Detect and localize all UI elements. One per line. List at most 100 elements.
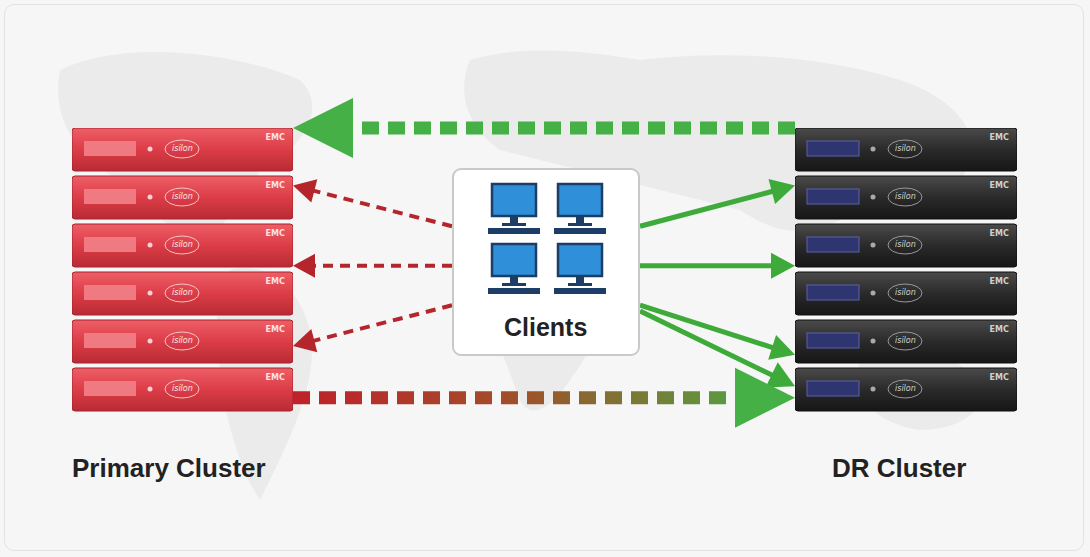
server-stack (795, 128, 1017, 415)
vendor-mark: EMC (989, 181, 1008, 191)
connector-line (312, 190, 452, 226)
connector-line (312, 305, 452, 341)
connector (293, 305, 452, 352)
connector (640, 253, 795, 279)
status-light (871, 339, 876, 344)
brand-logo: isilon (895, 192, 916, 202)
computer-icon (554, 244, 606, 294)
arrow-head (293, 179, 317, 202)
computer-icon (554, 184, 606, 234)
brand-logo: isilon (895, 240, 916, 250)
brand-logo: isilon (895, 144, 916, 154)
logo-ring (888, 284, 922, 302)
vendor-mark: EMC (989, 373, 1008, 383)
server-unit (72, 176, 293, 219)
server-unit (72, 128, 293, 171)
computer-icon (488, 184, 540, 234)
logo-ring (165, 188, 199, 206)
vendor-mark: EMC (989, 277, 1008, 287)
server-unit (795, 320, 1017, 363)
display-panel (807, 381, 859, 396)
connector (293, 254, 452, 278)
logo-ring (888, 332, 922, 350)
server-unit (795, 224, 1017, 267)
vendor-mark: EMC (989, 229, 1008, 239)
brand-logo: isilon (895, 288, 916, 298)
vendor-mark: EMC (265, 373, 284, 383)
front-panel (84, 189, 136, 204)
logo-ring (165, 284, 199, 302)
display-panel (807, 333, 859, 348)
server-unit (72, 368, 293, 411)
status-light (871, 387, 876, 392)
arrow-head (293, 254, 315, 278)
brand-logo: isilon (172, 384, 193, 394)
cluster-title: DR Cluster (832, 453, 966, 484)
status-light (148, 243, 153, 248)
arrow-head (771, 253, 795, 279)
display-panel (807, 285, 859, 300)
brand-logo: isilon (172, 288, 193, 298)
logo-ring (165, 140, 199, 158)
status-light (148, 147, 153, 152)
front-panel (84, 141, 136, 156)
front-panel (84, 381, 136, 396)
server-stack (72, 128, 293, 415)
connector (640, 311, 795, 388)
logo-ring (888, 140, 922, 158)
connector-line (351, 122, 795, 135)
clients-box: Clients (452, 168, 640, 356)
vendor-mark: EMC (265, 229, 284, 239)
front-panel (84, 333, 136, 348)
server-unit (795, 368, 1017, 411)
status-light (871, 147, 876, 152)
logo-ring (165, 332, 199, 350)
brand-logo: isilon (172, 336, 193, 346)
display-panel (807, 189, 859, 204)
front-panel (84, 285, 136, 300)
connector-line (640, 191, 774, 226)
status-light (148, 195, 153, 200)
arrow-head (768, 335, 795, 360)
connector (293, 368, 795, 428)
vendor-mark: EMC (265, 277, 284, 287)
front-panel (84, 237, 136, 252)
arrow-head (765, 362, 795, 387)
connector (640, 305, 795, 360)
connector-line (293, 391, 737, 404)
arrow-head (293, 98, 353, 158)
brand-logo: isilon (172, 144, 193, 154)
vendor-mark: EMC (265, 133, 284, 143)
brand-logo: isilon (172, 192, 193, 202)
logo-ring (888, 380, 922, 398)
server-unit (795, 272, 1017, 315)
logo-ring (888, 236, 922, 254)
server-unit (72, 224, 293, 267)
brand-logo: isilon (895, 384, 916, 394)
status-light (148, 387, 153, 392)
brand-logo: isilon (895, 336, 916, 346)
cluster-title: Primary Cluster (72, 453, 266, 484)
computer-icon (488, 244, 540, 294)
status-light (148, 291, 153, 296)
status-light (148, 339, 153, 344)
vendor-mark: EMC (989, 133, 1008, 143)
connector (293, 179, 452, 226)
server-unit (795, 176, 1017, 219)
status-light (871, 195, 876, 200)
arrow-head (293, 329, 317, 352)
logo-ring (165, 236, 199, 254)
logo-ring (888, 188, 922, 206)
logo-ring (165, 380, 199, 398)
box-label: Clients (504, 313, 587, 342)
brand-logo: isilon (172, 240, 193, 250)
server-unit (72, 320, 293, 363)
server-unit (795, 128, 1017, 171)
vendor-mark: EMC (989, 325, 1008, 335)
connector (293, 98, 795, 158)
status-light (871, 291, 876, 296)
connector-line (313, 264, 452, 268)
connector-line (640, 263, 773, 268)
vendor-mark: EMC (265, 325, 284, 335)
